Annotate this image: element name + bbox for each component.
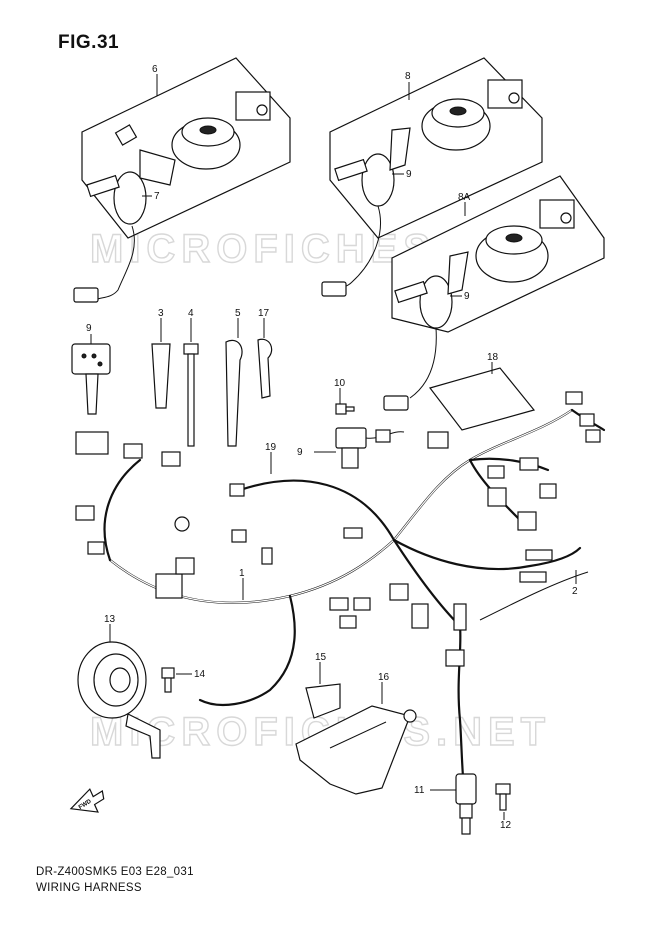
figure-caption: WIRING HARNESS bbox=[36, 882, 142, 894]
bolt-16 bbox=[161, 667, 175, 693]
switch-13 bbox=[455, 773, 477, 835]
callout-21: 19 bbox=[265, 442, 277, 453]
harness-connectors bbox=[75, 391, 601, 667]
callout-9-lower: 9 bbox=[464, 291, 470, 302]
callout-15: 13 bbox=[104, 614, 116, 625]
callout-9-upper: 9 bbox=[406, 169, 412, 180]
bolt-12 bbox=[335, 403, 355, 415]
callout-6: 6 bbox=[152, 64, 158, 75]
fuel-cap-6 bbox=[171, 117, 241, 170]
callout-12: 10 bbox=[334, 378, 346, 389]
callout-14: 12 bbox=[500, 820, 512, 831]
seat-lock-8a bbox=[539, 199, 575, 229]
horn-15 bbox=[77, 641, 161, 759]
ignition-kit-box-8 bbox=[321, 57, 543, 297]
callout-17: 15 bbox=[315, 652, 327, 663]
pad-20 bbox=[428, 367, 536, 431]
callout-8: 8 bbox=[405, 71, 411, 82]
callout-13: 11 bbox=[414, 785, 425, 796]
callout-19: 17 bbox=[258, 308, 270, 319]
ignition-kit-box-6 bbox=[73, 57, 291, 303]
callout-1: 1 bbox=[239, 568, 245, 579]
seat-lock-6 bbox=[235, 91, 271, 121]
callout-4: 4 bbox=[188, 308, 194, 319]
ignition-kit-box-8a bbox=[383, 175, 605, 411]
callout-2: 2 bbox=[572, 586, 578, 597]
callout-5: 5 bbox=[235, 308, 241, 319]
callout-11: 9 bbox=[297, 447, 303, 458]
callout-10: 9 bbox=[86, 323, 92, 334]
callout-8a: 8A bbox=[458, 192, 471, 203]
cable-tie-4 bbox=[183, 343, 199, 447]
relay-11 bbox=[335, 427, 405, 469]
fuel-cap-8a bbox=[475, 225, 549, 283]
callout-16: 14 bbox=[194, 669, 206, 680]
bracket-18 bbox=[295, 705, 417, 795]
clamp-19 bbox=[257, 338, 273, 399]
callout-18: 16 bbox=[378, 672, 390, 683]
seat-lock-8 bbox=[487, 79, 523, 109]
model-code: DR-Z400SMK5 E03 E28_031 bbox=[36, 866, 194, 878]
bolt-14 bbox=[495, 783, 511, 811]
callout-7: 7 bbox=[154, 191, 160, 202]
figure-title: FIG.31 bbox=[58, 32, 120, 53]
callout-20: 18 bbox=[487, 352, 499, 363]
clamp-5 bbox=[225, 339, 243, 447]
fuel-cap-8 bbox=[421, 98, 491, 151]
ignition-switch-9b bbox=[383, 251, 469, 411]
ignition-switch-9a bbox=[321, 127, 411, 297]
key-blank-10 bbox=[71, 343, 111, 415]
forward-direction-icon: FWD bbox=[69, 788, 105, 813]
clamp-3 bbox=[151, 343, 171, 409]
callout-3: 3 bbox=[158, 308, 164, 319]
ignition-switch-7 bbox=[73, 124, 176, 303]
cover-17 bbox=[305, 683, 341, 719]
